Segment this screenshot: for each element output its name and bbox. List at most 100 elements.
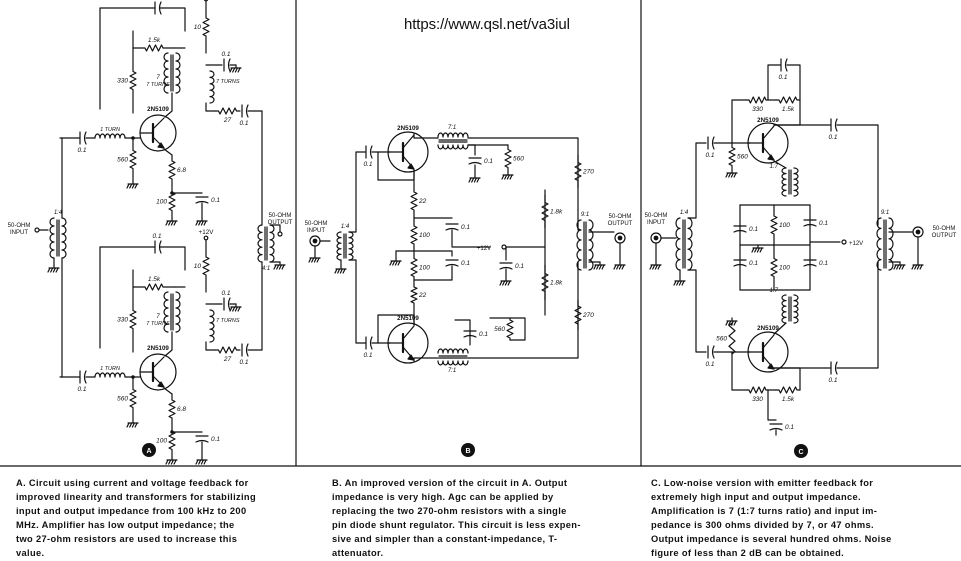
resistor <box>770 204 778 246</box>
supply-label: +12V <box>199 229 215 236</box>
resistor <box>410 254 418 281</box>
ratio-label: 9:1 <box>881 210 889 216</box>
ground-symbol <box>203 220 207 226</box>
turns-label: 1 TURN <box>100 127 120 133</box>
ratio-label: 7:1 <box>448 125 456 131</box>
wire <box>773 367 801 391</box>
ground-symbol <box>129 183 133 189</box>
supply-terminal <box>203 235 209 241</box>
ground-symbol <box>131 422 135 428</box>
resistor <box>746 96 769 104</box>
wire <box>467 279 579 359</box>
ratio-label: 7:1 <box>448 368 456 374</box>
wire <box>687 269 707 353</box>
wire <box>836 279 879 369</box>
port-label: 50-OHM <box>269 213 292 219</box>
resistor-label: 10 <box>194 263 202 270</box>
ground-symbol <box>502 280 506 286</box>
inductor-winding <box>588 219 594 271</box>
resistor-label: 1.8k <box>550 209 563 216</box>
capacitor <box>499 266 513 270</box>
ground-symbol <box>168 459 172 465</box>
turns-label: 1 TURN <box>100 366 120 372</box>
ground-symbol <box>173 220 177 226</box>
inductor-winding <box>175 52 181 94</box>
transistor-collector <box>402 325 415 340</box>
resistor-label: 1.5k <box>782 396 795 403</box>
ground-symbol <box>52 267 57 273</box>
coax-connector <box>912 226 924 238</box>
resistor-label: 330 <box>117 78 128 85</box>
capacitor <box>158 1 162 15</box>
capacitor <box>369 336 373 350</box>
turns-label: 7 <box>156 75 160 81</box>
ground-symbol <box>914 264 918 270</box>
resistor <box>132 283 176 291</box>
resistor-label: 6.8 <box>177 406 186 413</box>
ground-symbol <box>613 264 617 270</box>
capacitor-label: 0.1 <box>363 352 372 359</box>
ground-symbol <box>195 220 199 226</box>
inductor-winding <box>209 309 215 343</box>
port-terminal <box>277 231 283 237</box>
caption-line: pedance is 300 ohms divided by 7, or 47 … <box>651 520 874 530</box>
resistor <box>541 194 549 229</box>
resistor-label: 1.5k <box>148 276 161 283</box>
ground-symbol <box>652 264 656 270</box>
capacitor-label: 0.1 <box>828 134 837 141</box>
capacitor-label: 0.1 <box>239 359 248 366</box>
transistor-arrow <box>157 142 165 149</box>
capacitor-label: 0.1 <box>705 361 714 368</box>
supply-label: +12V <box>849 241 863 247</box>
resistor <box>132 44 176 52</box>
transistor-label: 2N5109 <box>147 345 169 352</box>
capacitor-label: 0.1 <box>77 386 86 393</box>
resistor-label: 560 <box>494 326 505 333</box>
ratio-label: 1:4 <box>54 210 63 216</box>
ground-symbol <box>394 260 398 266</box>
inductor-winding <box>687 217 693 271</box>
ground-symbol <box>126 183 130 189</box>
transistor-label: 2N5109 <box>757 325 779 332</box>
resistor-label: 100 <box>419 265 430 272</box>
capacitor-label: 0.1 <box>484 158 493 165</box>
inductor-winding <box>348 231 354 261</box>
capacitor <box>83 131 87 145</box>
coax-connector <box>617 235 623 241</box>
resistor-label: 560 <box>513 156 524 163</box>
coax-connector <box>614 232 626 244</box>
ground-symbol <box>657 264 661 270</box>
caption-line: replacing the two 270-ohm resistors with… <box>332 506 567 516</box>
capacitor-label: 0.1 <box>239 120 248 127</box>
panel-badge <box>794 444 808 458</box>
transistor-collector <box>402 134 415 149</box>
resistor-label: 100 <box>156 199 167 206</box>
panel-badge-letter: B <box>465 448 470 455</box>
capacitor <box>245 104 249 118</box>
ground-symbol <box>601 264 605 270</box>
resistor <box>214 346 241 354</box>
resistor <box>168 184 176 219</box>
capacitor <box>468 161 482 165</box>
port-terminal <box>34 227 40 233</box>
ground-symbol <box>593 264 597 270</box>
ground-symbol <box>507 280 511 286</box>
turns-label: 7 TURNS <box>146 82 170 88</box>
capacitor <box>711 345 715 359</box>
resistor <box>574 154 582 189</box>
turns-label: 7 TURNS <box>216 318 240 324</box>
capacitor-label: 0.1 <box>749 260 758 267</box>
capacitor <box>711 136 715 150</box>
ground-symbol <box>506 174 510 180</box>
resistor-label: 100 <box>779 265 790 272</box>
inductor-winding <box>437 348 469 354</box>
capacitor-label: 0.1 <box>461 224 470 231</box>
wire <box>731 351 748 391</box>
ratio-label: 1:4 <box>680 210 689 216</box>
junction-dot <box>170 191 174 195</box>
ratio-label: 1:7 <box>770 288 779 294</box>
inductor-winding <box>49 217 55 259</box>
transistor-collector <box>152 117 165 130</box>
wire <box>731 99 748 144</box>
